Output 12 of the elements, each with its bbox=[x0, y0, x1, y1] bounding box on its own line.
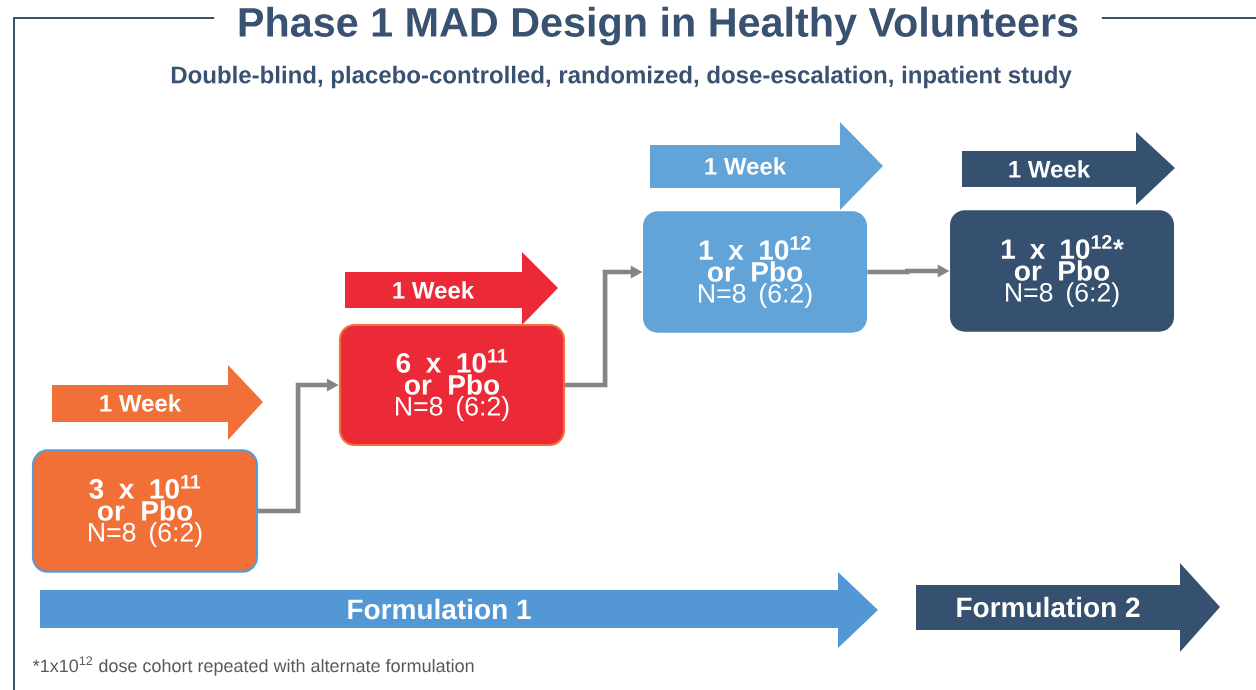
arrow-banner: Formulation 2 bbox=[916, 563, 1220, 652]
dose-box: 1 x 10$^{12}$ or Pbo N=8 (6:2) bbox=[643, 211, 867, 333]
subtitle: Double-blind, placebo-controlled, randomized, dose-escalation, inpatient study bbox=[171, 65, 1072, 89]
arrow-banner: 1 Week bbox=[962, 132, 1175, 205]
dose-box: 3 x 10$^{11}$ or Pbo N=8 (6:2) bbox=[31, 449, 259, 573]
arrow-banner: 1 Week bbox=[650, 122, 883, 210]
dose-box: 6 x 10$^{11}$ or Pbo N=8 (6:2) bbox=[338, 323, 566, 447]
arrow-banner: 1 Week bbox=[345, 252, 558, 325]
dose-box: 1 x 10$^{12}$* or Pbo N=8 (6:2) bbox=[950, 210, 1174, 332]
arrow-banner: 1 Week bbox=[52, 365, 263, 440]
arrow-banner: Formulation 1 bbox=[40, 572, 878, 648]
title: Phase 1 MAD Design in Healthy Volunteers bbox=[239, 6, 1078, 46]
